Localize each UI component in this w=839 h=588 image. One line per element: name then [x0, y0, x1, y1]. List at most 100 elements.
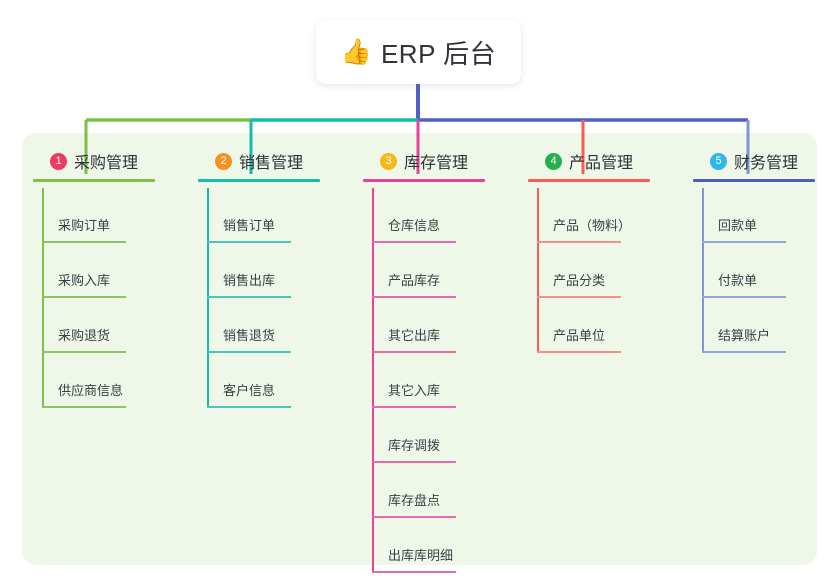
leaf-node-underline: [372, 241, 456, 243]
leaf-node[interactable]: 库存盘点: [363, 463, 523, 518]
leaf-node-label: 销售订单: [223, 218, 276, 233]
leaf-node-label: 产品分类: [553, 273, 606, 288]
branch-header-underline: [528, 179, 650, 182]
branch-leaf-list: 产品（物料） 产品分类产品单位: [528, 188, 688, 353]
leaf-node-underline: [372, 516, 456, 518]
leaf-node-underline: [207, 296, 291, 298]
branch-header-label: 财务管理: [734, 155, 799, 172]
branch-spine: [372, 188, 374, 573]
leaf-node-label: 库存盘点: [388, 493, 441, 508]
branch-leaf-list: 回款单付款单结算账户: [693, 188, 839, 353]
leaf-node-underline: [42, 241, 126, 243]
leaf-node[interactable]: 供应商信息: [33, 353, 193, 408]
branch-header-5[interactable]: 5 财务管理: [693, 144, 839, 182]
thumbs-up-icon: 👍: [340, 37, 372, 66]
leaf-node-label: 供应商信息: [58, 383, 124, 398]
leaf-node-underline: [372, 571, 456, 573]
root-node-label: ERP 后台: [380, 38, 497, 69]
leaf-node-label: 仓库信息: [388, 218, 441, 233]
branch-column-5: 5 财务管理回款单付款单结算账户: [693, 144, 839, 353]
leaf-node-label: 付款单: [718, 273, 758, 288]
leaf-node[interactable]: 销售出库: [198, 243, 358, 298]
branch-header-underline: [33, 179, 155, 182]
leaf-node-label: 产品单位: [553, 328, 606, 343]
branch-header-label: 销售管理: [239, 155, 304, 172]
branch-header-3[interactable]: 3 库存管理: [363, 144, 523, 182]
leaf-node[interactable]: 产品单位: [528, 298, 688, 353]
leaf-node[interactable]: 付款单: [693, 243, 839, 298]
branch-spine: [537, 188, 539, 353]
leaf-node-label: 出库库明细: [388, 548, 454, 563]
branch-header-4[interactable]: 4 产品管理: [528, 144, 688, 182]
leaf-node[interactable]: 出库库明细: [363, 518, 523, 573]
leaf-node-label: 产品（物料）: [553, 218, 632, 233]
branch-header-underline: [363, 179, 485, 182]
leaf-node-underline: [372, 461, 456, 463]
branch-column-2: 2 销售管理销售订单销售出库销售退货客户信息: [198, 144, 358, 408]
branch-column-1: 1 采购管理采购订单采购入库采购退货供应商信息: [33, 144, 193, 408]
leaf-node-label: 其它入库: [388, 383, 441, 398]
branch-header-underline: [198, 179, 320, 182]
leaf-node-label: 其它出库: [388, 328, 441, 343]
leaf-node[interactable]: 销售订单: [198, 188, 358, 243]
branch-spine: [207, 188, 209, 408]
leaf-node-underline: [42, 406, 126, 408]
leaf-node[interactable]: 产品分类: [528, 243, 688, 298]
branch-spine: [42, 188, 44, 408]
branch-index-badge: 5: [710, 152, 727, 170]
branch-column-3: 3 库存管理仓库信息产品库存其它出库其它入库库存调拨库存盘点出库库明细: [363, 144, 523, 573]
leaf-node-underline: [702, 296, 786, 298]
branch-leaf-list: 销售订单销售出库销售退货客户信息: [198, 188, 358, 408]
leaf-node[interactable]: 其它出库: [363, 298, 523, 353]
diagram-background-panel: [22, 133, 817, 565]
leaf-node-underline: [207, 406, 291, 408]
leaf-node[interactable]: 库存调拨: [363, 408, 523, 463]
leaf-node-underline: [702, 351, 786, 353]
leaf-node-underline: [372, 296, 456, 298]
branch-header-2[interactable]: 2 销售管理: [198, 144, 358, 182]
branch-index-badge: 2: [215, 152, 232, 170]
leaf-node[interactable]: 结算账户: [693, 298, 839, 353]
leaf-node-underline: [702, 241, 786, 243]
leaf-node-underline: [207, 241, 291, 243]
leaf-node[interactable]: 产品（物料）: [528, 188, 688, 243]
leaf-node[interactable]: 客户信息: [198, 353, 358, 408]
leaf-node[interactable]: 其它入库: [363, 353, 523, 408]
branch-header-underline: [693, 179, 815, 182]
branch-spine: [702, 188, 704, 353]
leaf-node[interactable]: 销售退货: [198, 298, 358, 353]
leaf-node[interactable]: 采购订单: [33, 188, 193, 243]
leaf-node-underline: [42, 351, 126, 353]
branch-header-label: 产品管理: [569, 155, 634, 172]
leaf-node-label: 采购退货: [58, 328, 111, 343]
branch-index-badge: 3: [380, 152, 397, 170]
root-node[interactable]: 👍 ERP 后台: [316, 20, 521, 84]
leaf-node-label: 采购入库: [58, 273, 111, 288]
leaf-node-label: 产品库存: [388, 273, 441, 288]
leaf-node-label: 销售出库: [223, 273, 276, 288]
branch-leaf-list: 采购订单采购入库采购退货供应商信息: [33, 188, 193, 408]
leaf-node[interactable]: 产品库存: [363, 243, 523, 298]
branch-index-badge: 4: [545, 152, 562, 170]
leaf-node-underline: [537, 241, 621, 243]
leaf-node[interactable]: 仓库信息: [363, 188, 523, 243]
branch-leaf-list: 仓库信息产品库存其它出库其它入库库存调拨库存盘点出库库明细: [363, 188, 523, 573]
branch-index-badge: 1: [50, 152, 67, 170]
leaf-node-label: 客户信息: [223, 383, 276, 398]
branch-header-label: 库存管理: [404, 155, 469, 172]
leaf-node-label: 采购订单: [58, 218, 111, 233]
leaf-node-label: 库存调拨: [388, 438, 441, 453]
branch-header-label: 采购管理: [74, 155, 139, 172]
leaf-node-label: 销售退货: [223, 328, 276, 343]
branch-column-4: 4 产品管理产品（物料） 产品分类产品单位: [528, 144, 688, 353]
branch-header-1[interactable]: 1 采购管理: [33, 144, 193, 182]
leaf-node[interactable]: 采购退货: [33, 298, 193, 353]
leaf-node-underline: [372, 351, 456, 353]
leaf-node-label: 结算账户: [718, 328, 771, 343]
leaf-node[interactable]: 回款单: [693, 188, 839, 243]
leaf-node[interactable]: 采购入库: [33, 243, 193, 298]
leaf-node-underline: [207, 351, 291, 353]
leaf-node-label: 回款单: [718, 218, 758, 233]
leaf-node-underline: [537, 351, 621, 353]
